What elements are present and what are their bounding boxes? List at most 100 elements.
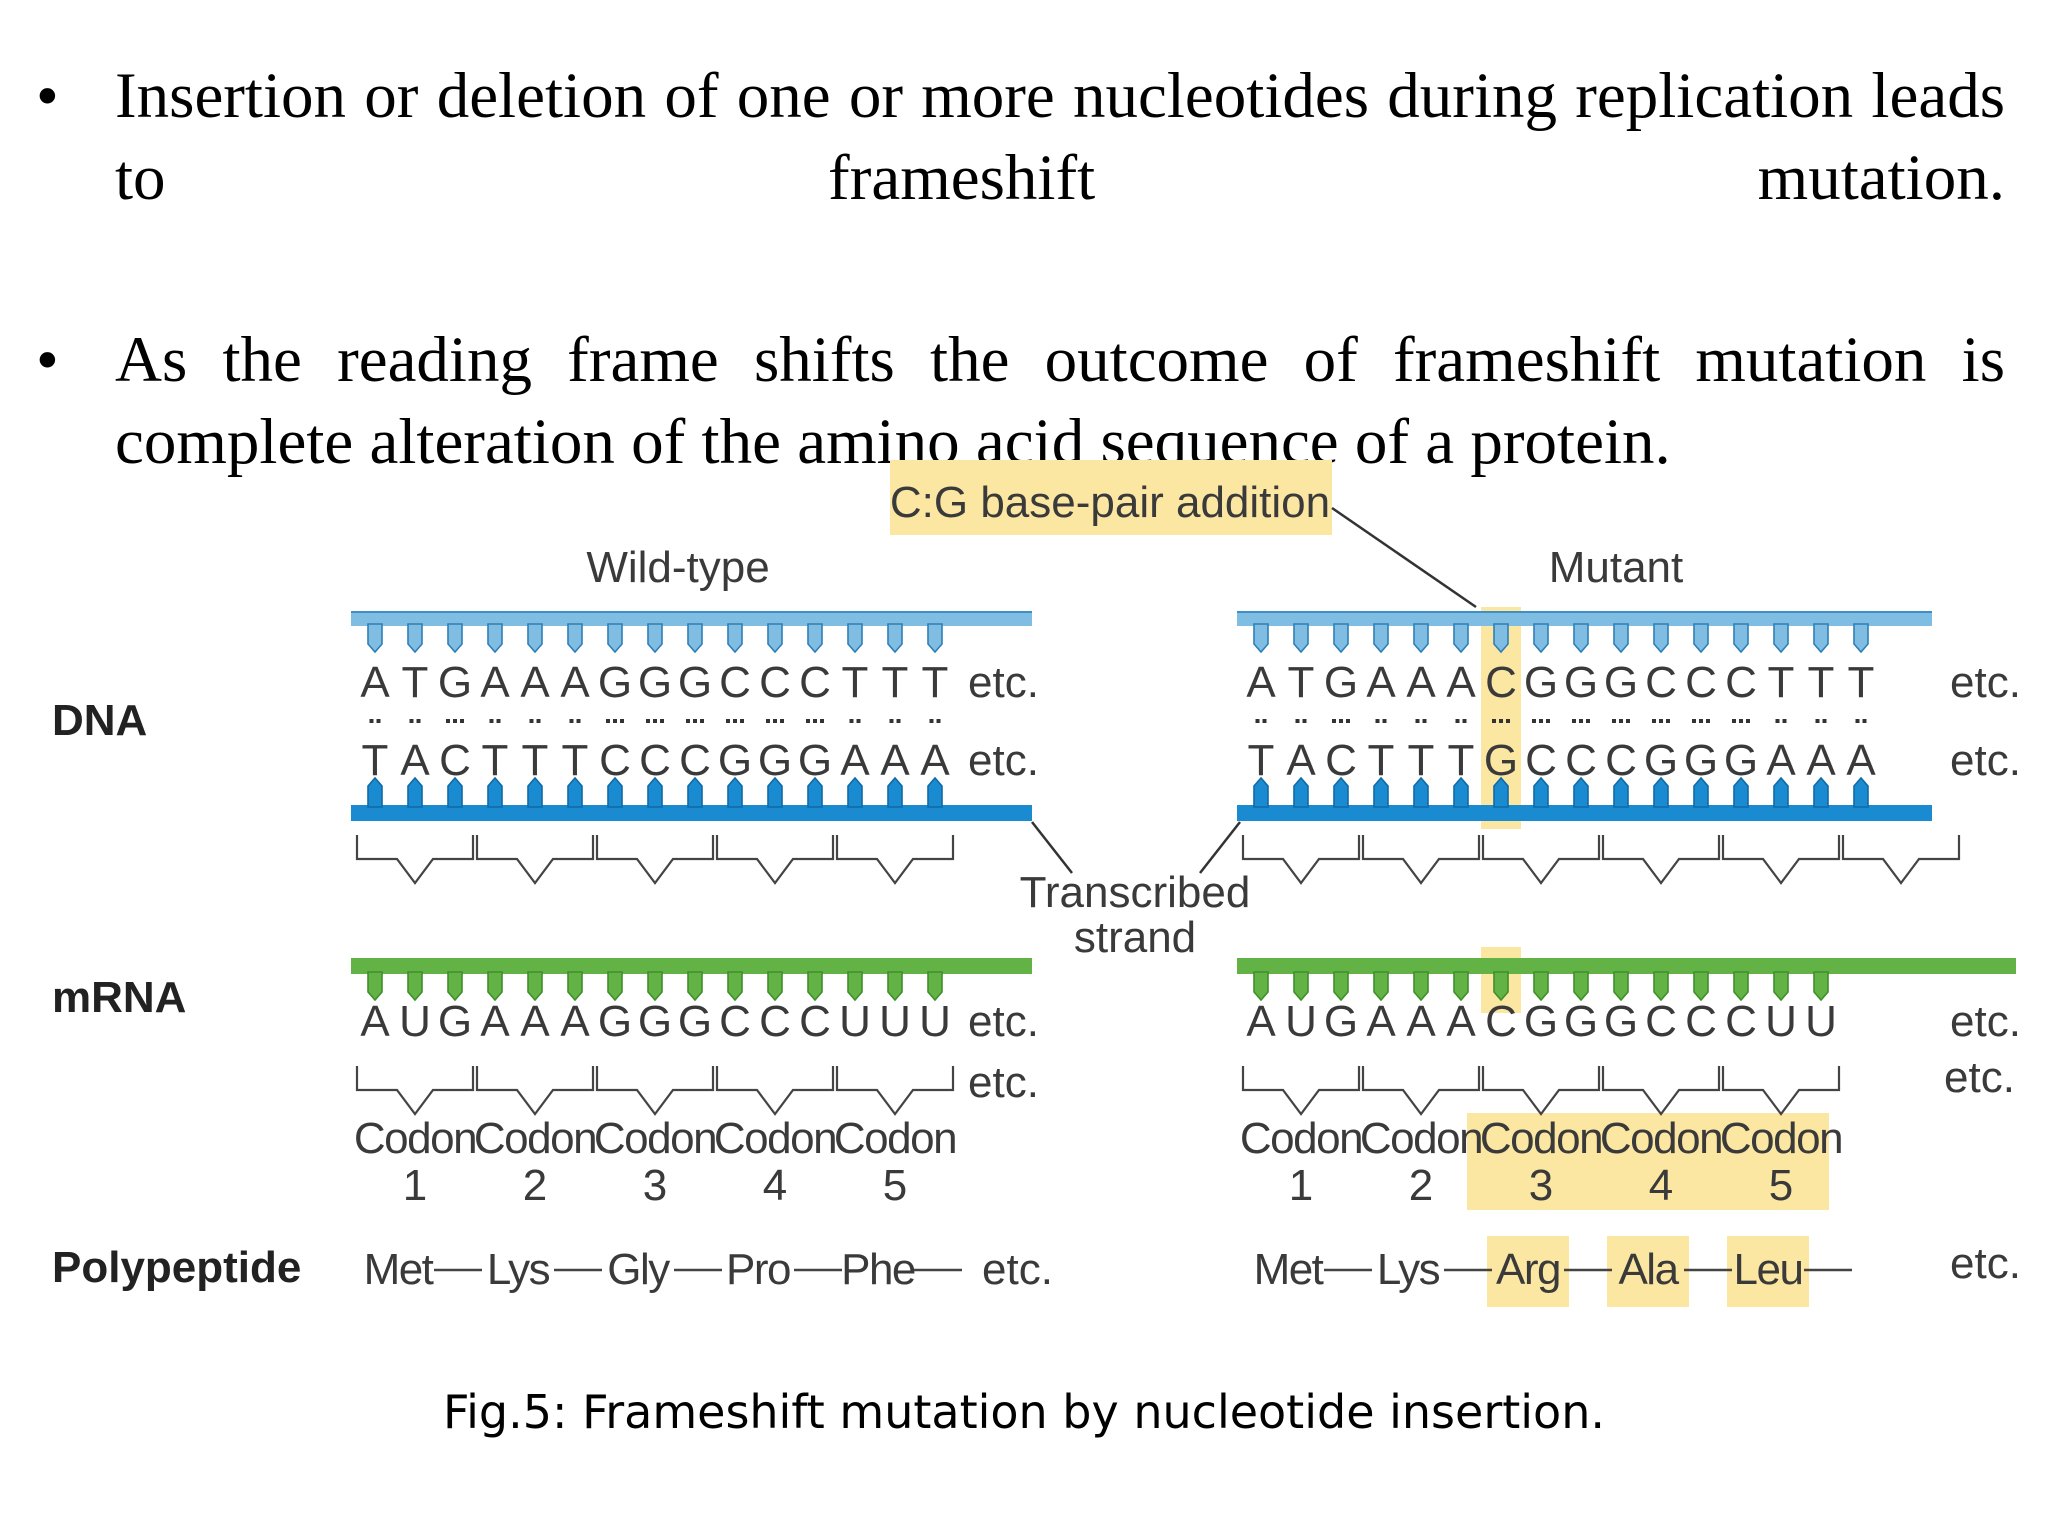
wild-type-label: Wild-type (586, 543, 769, 592)
mutant-dna-bottom-tooth (1533, 776, 1549, 808)
mutant-mrna-base: C (1725, 997, 1757, 1046)
wild-hbond-dot (806, 719, 810, 723)
wild-mrna-tooth (407, 971, 423, 1002)
mutant-mrna-tooth (1253, 971, 1269, 1002)
mutant-dna-top-tooth (1493, 623, 1509, 654)
mutant-dna-bottom-base: C (1565, 736, 1597, 785)
mutant-dna-codon-bracket (1361, 835, 1481, 885)
mutant-hbond-dot (1499, 719, 1503, 723)
wild-hbond-dot (686, 719, 690, 723)
mutant-hbond-dot (1692, 719, 1696, 723)
wild-dna-top-tooth (527, 623, 543, 654)
bullet-list: • Insertion or deletion of one or more n… (30, 55, 2005, 501)
mutant-dna-bottom-base: T (1248, 736, 1275, 785)
mutant-codon-number: 1 (1289, 1161, 1313, 1210)
mutant-hbond-dot (1659, 719, 1663, 723)
bullet-item-1: • Insertion or deletion of one or more n… (30, 55, 2005, 301)
wild-dna-codon-bracket (715, 835, 835, 885)
wild-mrna-base: C (799, 997, 831, 1046)
wild-dna-bottom-base: G (798, 736, 832, 785)
mutant-dna-bottom-base: A (1806, 736, 1836, 785)
mutant-hbond-dot (1375, 719, 1380, 723)
transcribed-label-line2: strand (1074, 913, 1196, 962)
mutant-dna-top-base: C (1485, 658, 1517, 707)
mutant-dna-top-base: G (1524, 658, 1558, 707)
mutant-hbond-dot (1579, 719, 1583, 723)
mutant-residue: Arg (1496, 1245, 1560, 1294)
mrna-row-label: mRNA (52, 973, 186, 1022)
wild-dna-bottom-base: G (758, 736, 792, 785)
mutant-dna-top-base: A (1246, 658, 1276, 707)
mutant-hbond-dot (1619, 719, 1623, 723)
mutant-polypeptide-etc: etc. (1950, 1239, 2021, 1288)
wild-dna-top-base: G (598, 658, 632, 707)
mutant-dna-codon-bracket (1481, 835, 1601, 885)
polypeptide-highlight-arg (1487, 1236, 1569, 1307)
wild-dna-top-tooth (807, 623, 823, 654)
mutant-mrna-codon-bracket (1361, 1066, 1481, 1116)
wild-codon-label: Codon (594, 1114, 716, 1163)
mutant-mrna-base: U (1765, 997, 1797, 1046)
wild-residue: Gly (607, 1245, 670, 1294)
wild-dna-top-base: T (402, 658, 429, 707)
wild-mrna-tooth (447, 971, 463, 1002)
wild-mrna-bracket-etc: etc. (968, 1058, 1039, 1107)
wild-hbond-dot (446, 719, 450, 723)
mutant-hbond-dot (1746, 719, 1750, 723)
mutant-residue: Lys (1377, 1245, 1440, 1294)
mutant-dna-bottom-base: C (1525, 736, 1557, 785)
mutant-dna-top-tooth (1373, 623, 1389, 654)
mutant-hbond-dot (1612, 719, 1616, 723)
wild-mrna-base: U (839, 997, 871, 1046)
mutant-dna-top-tooth (1613, 623, 1629, 654)
wild-dna-top-tooth (887, 623, 903, 654)
bullet-dot: • (36, 60, 59, 132)
mutant-dna-codon-bracket (1841, 835, 1961, 885)
mutant-dna-bottom-tooth (1373, 776, 1389, 808)
wild-dna-bottom-tooth (487, 776, 503, 808)
wild-dna-top-tooth (487, 623, 503, 654)
wild-residue: Lys (487, 1245, 550, 1294)
wild-dna-codon-bracket (475, 835, 595, 885)
wild-codon-number: 3 (643, 1161, 667, 1210)
wild-hbond-dot (929, 719, 934, 723)
wild-mrna-base: G (598, 997, 632, 1046)
mutant-codon-number: 3 (1529, 1161, 1553, 1210)
wild-dna-bottom-tooth (847, 776, 863, 808)
wild-hbond-dot (489, 719, 494, 723)
wild-dna-bottom-tooth (927, 776, 943, 808)
mutant-dna-top-tooth (1813, 623, 1829, 654)
mutant-mrna-base: U (1805, 997, 1837, 1046)
transcribed-pointer-left (1031, 821, 1073, 874)
mutant-dna-bottom-tooth (1573, 776, 1589, 808)
wild-dna-bottom-tooth (367, 776, 383, 808)
wild-dna-bottom-tooth (727, 776, 743, 808)
mutant-dna-bottom-tooth (1693, 776, 1709, 808)
wild-dna-bottom-tooth (407, 776, 423, 808)
mutant-dna-bottom-tooth (1413, 776, 1429, 808)
addition-pointer-line (1331, 506, 1477, 609)
mutant-residue: Leu (1734, 1245, 1803, 1294)
wild-dna-bottom-base: A (400, 736, 430, 785)
mutant-hbond-dot (1302, 719, 1307, 723)
mutant-dna-bottom-base: G (1684, 736, 1718, 785)
mutant-hbond-dot (1652, 719, 1656, 723)
mutant-hbond-dot (1382, 719, 1387, 723)
wild-dna-bottom-backbone (351, 805, 1032, 821)
wild-hbond-dot (813, 719, 817, 723)
wild-hbond-dot (653, 719, 657, 723)
polypeptide-highlight-ala (1607, 1236, 1689, 1307)
wild-hbond-dot (369, 719, 374, 723)
wild-hbond-dot (766, 719, 770, 723)
wild-hbond-dot (376, 719, 381, 723)
mutant-mrna-base: G (1524, 997, 1558, 1046)
mutant-dna-top-backbone (1237, 612, 1932, 626)
mutant-mrna-tooth (1813, 971, 1829, 1002)
wild-hbond-dot (896, 719, 901, 723)
mutant-dna-top-base: G (1324, 658, 1358, 707)
wild-dna-top-base: C (799, 658, 831, 707)
wild-dna-top-base: G (678, 658, 712, 707)
wild-mrna-backbone (351, 958, 1032, 974)
wild-dna-top-base: G (638, 658, 672, 707)
polypeptide-row-label: Polypeptide (52, 1243, 301, 1292)
